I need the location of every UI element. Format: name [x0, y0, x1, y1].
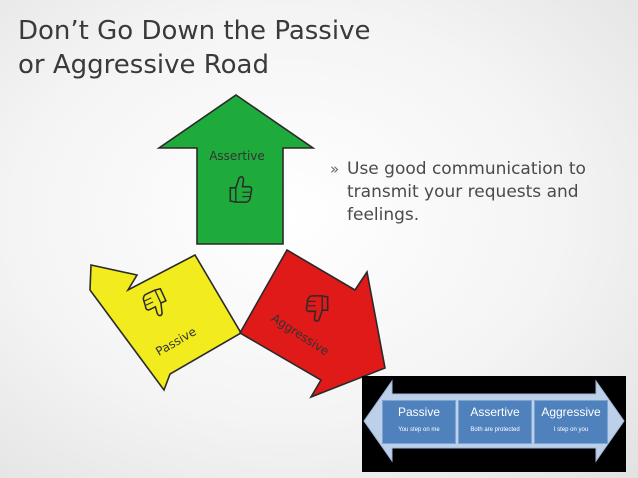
spectrum-box-aggressive: Aggressive I step on you — [534, 400, 608, 444]
spectrum-box-subtitle: Both are protected — [470, 427, 520, 433]
title-line-2: or Aggressive Road — [18, 50, 269, 80]
spectrum-box-subtitle: You step on me — [398, 427, 440, 433]
arrow-label-assertive: Assertive — [209, 149, 265, 163]
spectrum-box-title: Assertive — [470, 405, 520, 419]
spectrum-box-passive: Passive You step on me — [382, 400, 456, 444]
arrow-aggressive: Aggressive — [238, 248, 386, 399]
bullet-point: » Use good communication to transmit you… — [330, 158, 630, 227]
spectrum-box-assertive: Assertive Both are protected — [458, 400, 532, 444]
spectrum-box-subtitle: I step on you — [553, 427, 589, 433]
title-line-1: Don’t Go Down the Passive — [18, 16, 371, 46]
arrow-passive: Passive — [89, 253, 243, 392]
bullet-marker: » — [330, 160, 340, 178]
spectrum-box-title: Passive — [397, 405, 441, 419]
arrow-assertive: Assertive — [156, 94, 316, 245]
spectrum-box-title: Aggressive — [541, 405, 601, 419]
slide-title: Don’t Go Down the Passive or Aggressive … — [18, 14, 370, 82]
bullet-text: Use good communication to transmit your … — [347, 159, 586, 225]
spectrum-inset: Passive You step on me Assertive Both ar… — [362, 376, 626, 472]
